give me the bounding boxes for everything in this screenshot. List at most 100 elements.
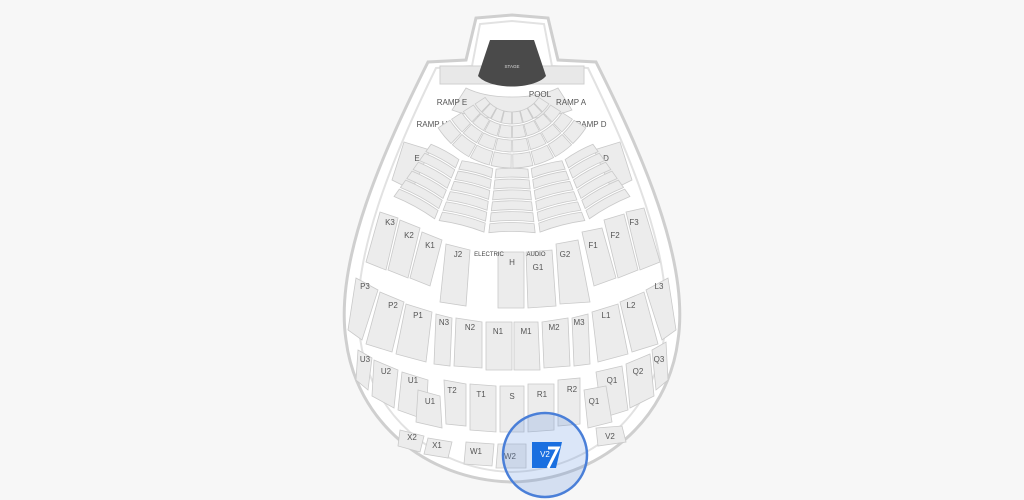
section-r2[interactable] bbox=[557, 377, 581, 427]
section-v2[interactable] bbox=[595, 425, 627, 447]
terrace-box[interactable] bbox=[418, 152, 456, 179]
terrace-box[interactable] bbox=[412, 161, 452, 189]
section-k3[interactable] bbox=[365, 211, 399, 271]
section-s[interactable] bbox=[499, 385, 525, 433]
garden-box[interactable] bbox=[490, 107, 505, 123]
terrace-box[interactable] bbox=[564, 143, 599, 169]
section-m1[interactable] bbox=[513, 321, 541, 371]
garden-box[interactable] bbox=[540, 123, 562, 144]
section-n2[interactable] bbox=[453, 317, 483, 369]
garden-box[interactable] bbox=[500, 110, 513, 125]
section-f1[interactable] bbox=[581, 227, 617, 287]
section-l2[interactable] bbox=[619, 291, 659, 353]
section-p1[interactable] bbox=[395, 303, 433, 363]
section-l3[interactable] bbox=[645, 277, 677, 341]
terrace-box[interactable] bbox=[458, 160, 494, 179]
garden-box[interactable] bbox=[451, 112, 472, 133]
section-k1[interactable] bbox=[409, 231, 443, 287]
section-m2[interactable] bbox=[541, 317, 571, 369]
terrace-box[interactable] bbox=[572, 161, 612, 189]
section-u2[interactable] bbox=[371, 359, 399, 409]
terrace-box[interactable] bbox=[532, 170, 570, 190]
section-w1[interactable] bbox=[463, 441, 495, 467]
section-d-label: D bbox=[603, 154, 609, 163]
section-n3[interactable] bbox=[433, 313, 453, 367]
terrace-box[interactable] bbox=[538, 211, 586, 233]
terrace-box[interactable] bbox=[442, 201, 488, 222]
section-h[interactable] bbox=[497, 251, 525, 309]
garden-box[interactable] bbox=[512, 137, 530, 153]
terrace-box[interactable] bbox=[488, 222, 536, 234]
garden-box[interactable] bbox=[552, 112, 573, 133]
terrace-box[interactable] bbox=[585, 188, 631, 220]
garden-box[interactable] bbox=[469, 144, 494, 166]
terrace-box[interactable] bbox=[581, 179, 625, 210]
garden-box[interactable] bbox=[490, 151, 512, 169]
terrace-box[interactable] bbox=[493, 178, 531, 190]
garden-box[interactable] bbox=[494, 137, 512, 153]
section-g1[interactable] bbox=[525, 249, 557, 309]
section-q1[interactable] bbox=[583, 385, 613, 429]
section-m3[interactable] bbox=[571, 313, 591, 367]
section-x2[interactable] bbox=[397, 429, 425, 453]
section-k2[interactable] bbox=[387, 219, 421, 279]
garden-box[interactable] bbox=[523, 119, 540, 137]
garden-box[interactable] bbox=[451, 133, 477, 158]
terrace-box[interactable] bbox=[492, 189, 532, 201]
section-x1[interactable] bbox=[423, 437, 453, 459]
garden-box[interactable] bbox=[533, 96, 550, 113]
garden-box[interactable] bbox=[512, 124, 527, 139]
terrace-box[interactable] bbox=[438, 211, 486, 233]
terrace-box[interactable] bbox=[530, 160, 566, 179]
garden-box[interactable] bbox=[512, 151, 534, 169]
terrace-box[interactable] bbox=[399, 179, 443, 210]
section-j2[interactable] bbox=[439, 243, 471, 307]
garden-box[interactable] bbox=[472, 113, 490, 132]
terrace-box[interactable] bbox=[454, 170, 492, 190]
section-f2[interactable] bbox=[603, 213, 639, 279]
terrace-box[interactable] bbox=[535, 191, 578, 211]
garden-box[interactable] bbox=[543, 104, 562, 123]
garden-box[interactable] bbox=[519, 107, 534, 123]
terrace-box[interactable] bbox=[425, 143, 460, 169]
section-l1[interactable] bbox=[591, 303, 629, 363]
garden-box[interactable] bbox=[497, 124, 512, 139]
garden-box[interactable] bbox=[547, 133, 573, 158]
section-q3[interactable] bbox=[651, 341, 669, 391]
terrace-box[interactable] bbox=[577, 170, 618, 200]
garden-box[interactable] bbox=[530, 144, 555, 166]
garden-box[interactable] bbox=[527, 102, 543, 119]
garden-box[interactable] bbox=[462, 123, 484, 144]
section-t1[interactable] bbox=[469, 383, 497, 433]
garden-box[interactable] bbox=[462, 104, 481, 123]
garden-box[interactable] bbox=[481, 102, 497, 119]
garden-box[interactable] bbox=[534, 113, 552, 132]
section-u3[interactable] bbox=[355, 349, 373, 391]
garden-box[interactable] bbox=[527, 132, 547, 151]
terrace-box[interactable] bbox=[533, 180, 574, 200]
section-n1[interactable] bbox=[485, 321, 513, 371]
section-u1[interactable] bbox=[415, 389, 443, 429]
section-g2[interactable] bbox=[555, 239, 591, 305]
terrace-box[interactable] bbox=[393, 188, 439, 220]
terrace-box[interactable] bbox=[568, 152, 606, 179]
garden-box[interactable] bbox=[562, 119, 587, 145]
garden-box[interactable] bbox=[477, 132, 497, 151]
garden-box[interactable] bbox=[511, 110, 524, 125]
section-f3[interactable] bbox=[625, 207, 661, 271]
stage[interactable] bbox=[478, 40, 546, 87]
garden-box[interactable] bbox=[437, 119, 462, 145]
terrace-box[interactable] bbox=[446, 191, 489, 211]
terrace-box[interactable] bbox=[494, 167, 530, 179]
garden-box[interactable] bbox=[474, 96, 491, 113]
section-p3[interactable] bbox=[347, 277, 379, 341]
terrace-box[interactable] bbox=[489, 211, 535, 223]
terrace-box[interactable] bbox=[406, 170, 447, 200]
section-t2[interactable] bbox=[443, 379, 467, 427]
section-q2[interactable] bbox=[625, 353, 655, 409]
terrace-box[interactable] bbox=[450, 180, 491, 200]
terrace-box[interactable] bbox=[490, 200, 534, 212]
section-p2[interactable] bbox=[365, 291, 405, 353]
garden-box[interactable] bbox=[484, 119, 501, 137]
terrace-box[interactable] bbox=[536, 201, 582, 222]
